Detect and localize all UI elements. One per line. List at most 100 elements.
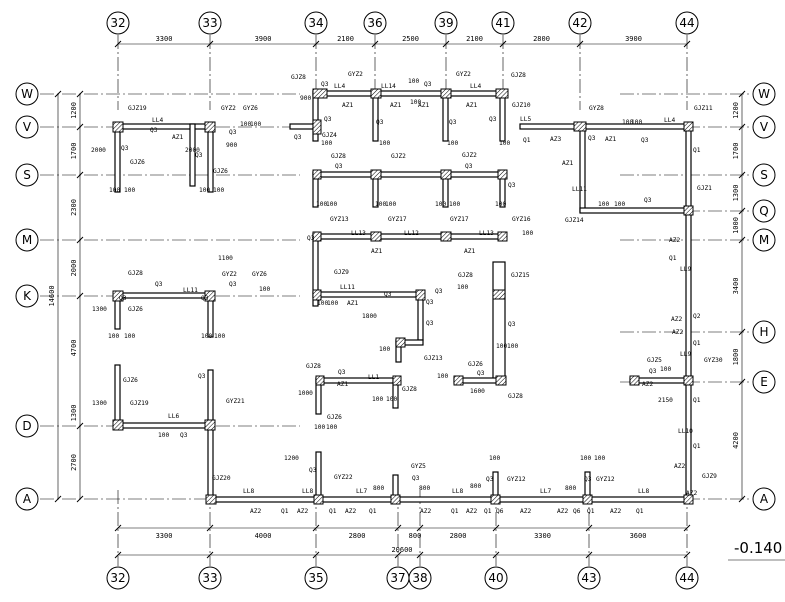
member-label: AZ2 bbox=[345, 508, 356, 515]
member-label: 100 bbox=[326, 424, 337, 431]
axis-label-left: D bbox=[22, 419, 31, 433]
axis-bubble-right bbox=[752, 115, 776, 139]
member-label: Q6 bbox=[573, 508, 581, 515]
dim-top-text: 3900 bbox=[625, 35, 642, 43]
axis-label-right: V bbox=[760, 120, 769, 134]
axis-label-right: Q bbox=[759, 204, 768, 218]
member-label: GJZ2 bbox=[462, 152, 477, 159]
member-label: GJZ19 bbox=[128, 105, 147, 112]
member-label: Q1 bbox=[693, 443, 701, 450]
member-label: Q2 bbox=[693, 313, 701, 320]
member-label: 100 bbox=[495, 201, 506, 208]
member-label: 1300 bbox=[92, 306, 107, 313]
member-label: AZ2 bbox=[466, 508, 477, 515]
dim-bottom-text: 3600 bbox=[630, 532, 647, 540]
member-label: Q3 bbox=[150, 127, 158, 134]
member-label: GYZ2 bbox=[348, 71, 363, 78]
member-label: AZ3 bbox=[550, 136, 561, 143]
member-label: AZ2 bbox=[672, 329, 683, 336]
member-label: 1600 bbox=[470, 388, 485, 395]
member-label: GJZ1 bbox=[697, 185, 712, 192]
axis-label-left: V bbox=[23, 120, 32, 134]
member-label: 100 bbox=[375, 201, 386, 208]
axis-bubble-top bbox=[304, 11, 328, 35]
axis-bubble-right bbox=[752, 163, 776, 187]
member-label: Q1 bbox=[369, 508, 377, 515]
member-label: GYZ6 bbox=[252, 271, 267, 278]
member-label: GJZ4 bbox=[322, 132, 337, 139]
member-label: Q6 bbox=[496, 508, 504, 515]
member-label: GJZ8 bbox=[511, 72, 526, 79]
axis-bubble-top bbox=[363, 11, 387, 35]
member-label: LL6 bbox=[168, 413, 179, 420]
axis-bubble-bottom bbox=[106, 566, 130, 590]
dim-right-text: 1700 bbox=[732, 143, 740, 160]
member-label: Q1 bbox=[669, 255, 677, 262]
axis-label-right: H bbox=[759, 325, 768, 339]
member-label: LL7 bbox=[356, 488, 367, 495]
member-label: 100 bbox=[158, 432, 169, 439]
dim-left-total-text: 14600 bbox=[48, 285, 56, 306]
member-label: Q3 bbox=[155, 281, 163, 288]
member-label: 100 bbox=[496, 343, 507, 350]
axis-bubble-top bbox=[198, 11, 222, 35]
member-label: 800 bbox=[373, 485, 384, 492]
member-label: 1200 bbox=[284, 455, 299, 462]
member-label: GYZ2 bbox=[456, 71, 471, 78]
dim-bottom-total-text: 20600 bbox=[391, 546, 412, 554]
axis-grid-lines bbox=[40, 35, 752, 566]
member-label: GYZ12 bbox=[596, 476, 615, 483]
member-label: GJZ6 bbox=[123, 377, 138, 384]
member-label: 100 bbox=[594, 455, 605, 462]
dim-bottom-text: 800 bbox=[409, 532, 422, 540]
member-label: GYZ16 bbox=[512, 216, 531, 223]
member-label: 100 bbox=[316, 201, 327, 208]
member-label: Q3 bbox=[201, 295, 209, 302]
axis-bubble-top bbox=[491, 11, 515, 35]
member-label: AZ1 bbox=[466, 102, 477, 109]
member-label: 100 bbox=[317, 300, 328, 307]
member-label: GYZ17 bbox=[388, 216, 407, 223]
member-label: 900 bbox=[300, 95, 311, 102]
dim-bottom-text: 4000 bbox=[255, 532, 272, 540]
member-label: 100 bbox=[447, 140, 458, 147]
member-label: AZ1 bbox=[342, 102, 353, 109]
axis-label-top: 33 bbox=[202, 16, 217, 30]
dim-left-text: 4700 bbox=[70, 340, 78, 357]
member-label: 1000 bbox=[298, 390, 313, 397]
member-label: 100 bbox=[507, 343, 518, 350]
axis-label-left: S bbox=[23, 168, 31, 182]
member-label: 100 bbox=[213, 187, 224, 194]
member-label: 1100 bbox=[218, 255, 233, 262]
member-label: 100 bbox=[522, 230, 533, 237]
member-label: 800 bbox=[470, 483, 481, 490]
member-label: Q3 bbox=[195, 152, 203, 159]
member-label: 2150 bbox=[658, 397, 673, 404]
axis-bubble-right bbox=[752, 370, 776, 394]
member-label: GYZ6 bbox=[243, 105, 258, 112]
member-label: GJZ6 bbox=[128, 306, 143, 313]
dim-left-text: 2000 bbox=[70, 260, 78, 277]
axis-label-bottom: 33 bbox=[202, 571, 217, 585]
member-label: LL9 bbox=[680, 266, 691, 273]
member-label: Q3 bbox=[121, 145, 129, 152]
member-label: AZ2 bbox=[557, 508, 568, 515]
axis-label-top: 39 bbox=[438, 16, 453, 30]
axis-label-top: 34 bbox=[308, 16, 323, 30]
member-label: LL8 bbox=[243, 488, 254, 495]
member-label: 100 bbox=[314, 424, 325, 431]
member-label: Q3 bbox=[435, 288, 443, 295]
hatched-columns bbox=[112, 88, 694, 505]
axis-bubble-left bbox=[15, 487, 39, 511]
member-label: LL1 bbox=[368, 374, 379, 381]
member-label: Q1 bbox=[587, 508, 595, 515]
member-label: Q1 bbox=[523, 137, 531, 144]
axis-label-left: A bbox=[23, 492, 32, 506]
member-label: GJZ19 bbox=[130, 400, 149, 407]
axis-label-bottom: 38 bbox=[412, 571, 427, 585]
axis-bubble-top bbox=[675, 11, 699, 35]
member-label: 100 bbox=[379, 140, 390, 147]
axis-label-top: 32 bbox=[110, 16, 125, 30]
member-label: AZ2 bbox=[671, 316, 682, 323]
dim-bottom-text: 2800 bbox=[450, 532, 467, 540]
